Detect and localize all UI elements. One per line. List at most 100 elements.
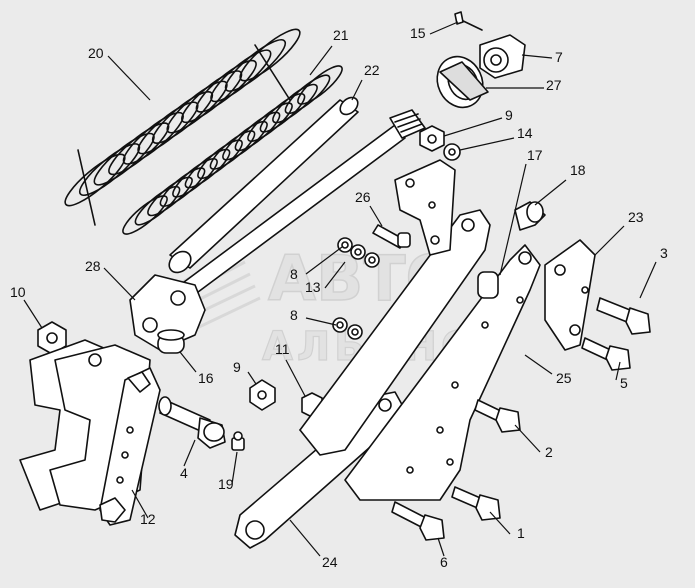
callout-leader-line	[437, 537, 445, 557]
callout-leader-line	[639, 261, 657, 299]
callout-label: 8	[290, 307, 298, 323]
callout-16: 16	[179, 351, 214, 386]
callout-19: 19	[218, 451, 238, 492]
part-roller	[477, 271, 499, 299]
callout-13: 13	[305, 261, 346, 295]
part-bolt-6	[391, 501, 445, 541]
callout-leader-line	[351, 79, 363, 101]
callout-label: 13	[305, 279, 321, 295]
callout-leader-line	[429, 21, 459, 35]
callout-leader-line	[499, 163, 527, 276]
callout-12: 12	[131, 489, 156, 527]
callout-label: 26	[355, 189, 371, 205]
part-bolt-2	[474, 399, 521, 433]
part-spring-large	[64, 28, 301, 226]
callout-leader-line	[247, 371, 257, 385]
callout-8: 8	[290, 246, 343, 282]
callout-label: 28	[85, 258, 101, 274]
callout-leader-line	[285, 359, 306, 397]
callout-2: 2	[514, 424, 553, 460]
part-bolt-26	[372, 224, 411, 249]
callout-label: 25	[556, 370, 572, 386]
part-bolt-1	[451, 486, 501, 521]
callout-label: 8	[290, 266, 298, 282]
callout-label: 9	[505, 107, 513, 123]
callout-15: 15	[410, 21, 459, 41]
callout-8: 8	[290, 307, 337, 326]
callout-label: 21	[333, 27, 349, 43]
part-cap-27	[436, 55, 489, 109]
callout-label: 1	[517, 525, 525, 541]
callout-leader-line	[23, 299, 43, 329]
part-bolt-5	[581, 337, 631, 371]
callout-28: 28	[85, 258, 136, 301]
part-bracket-23	[544, 239, 596, 351]
part-bolt-4	[158, 396, 226, 449]
callout-leader-line	[131, 489, 149, 519]
part-bracket-17	[394, 159, 456, 256]
callout-23: 23	[594, 209, 644, 256]
callout-label: 24	[322, 554, 338, 570]
callout-label: 20	[88, 45, 104, 61]
callout-leader-line	[521, 54, 553, 59]
callout-label: 5	[620, 375, 628, 391]
callout-leader-line	[594, 225, 625, 256]
callout-leader-line	[289, 519, 321, 557]
part-nut-9-upper	[419, 125, 445, 152]
callout-11: 11	[275, 341, 306, 397]
callout-label: 19	[218, 476, 234, 492]
callout-leader-line	[107, 55, 151, 101]
callout-label: 23	[628, 209, 644, 225]
callout-26: 26	[355, 189, 383, 227]
callout-1: 1	[489, 511, 525, 541]
callout-label: 4	[180, 465, 188, 481]
callout-7: 7	[521, 49, 563, 65]
part-knob-7	[479, 34, 526, 79]
callout-label: 15	[410, 25, 426, 41]
callout-leader-line	[369, 205, 383, 227]
callout-leader-line	[231, 451, 238, 485]
part-link-arm	[99, 367, 161, 526]
callout-27: 27	[486, 77, 562, 93]
callout-leader-line	[183, 439, 196, 467]
part-nut-9-lower	[249, 379, 276, 411]
callout-leader-line	[179, 351, 197, 373]
callout-label: 6	[440, 554, 448, 570]
callout-leader-line	[524, 354, 553, 375]
part-pin-16	[157, 329, 185, 354]
spring-coil	[239, 28, 301, 82]
callout-leader-line	[324, 261, 346, 289]
part-spring-small	[122, 65, 343, 235]
callout-24: 24	[289, 519, 338, 570]
callout-25: 25	[524, 354, 572, 386]
callout-17: 17	[499, 147, 543, 276]
callout-layer: 1234567889910111213141516171819202122232…	[10, 21, 668, 570]
part-bolt-3	[596, 297, 651, 335]
callout-label: 11	[275, 341, 290, 357]
callout-21: 21	[309, 27, 349, 76]
callout-leader-line	[305, 246, 343, 275]
callout-label: 27	[546, 77, 562, 93]
callout-9: 9	[233, 359, 257, 385]
callout-label: 18	[570, 162, 586, 178]
callout-label: 16	[198, 370, 214, 386]
callout-label: 12	[140, 511, 156, 527]
callout-22: 22	[351, 62, 380, 101]
part-washer-14	[443, 143, 461, 161]
callout-18: 18	[534, 162, 586, 206]
part-washers-13	[332, 237, 380, 340]
callout-label: 10	[10, 284, 26, 300]
callout-3: 3	[639, 245, 668, 299]
callout-leader-line	[103, 267, 136, 301]
callout-5: 5	[615, 361, 628, 391]
callout-label: 9	[233, 359, 241, 375]
part-pin-15	[454, 11, 483, 31]
callout-6: 6	[437, 537, 448, 570]
callout-label: 17	[527, 147, 543, 163]
callout-20: 20	[88, 45, 151, 101]
spring-coil	[297, 65, 343, 105]
callout-label: 22	[364, 62, 380, 78]
part-clevis	[129, 274, 206, 351]
